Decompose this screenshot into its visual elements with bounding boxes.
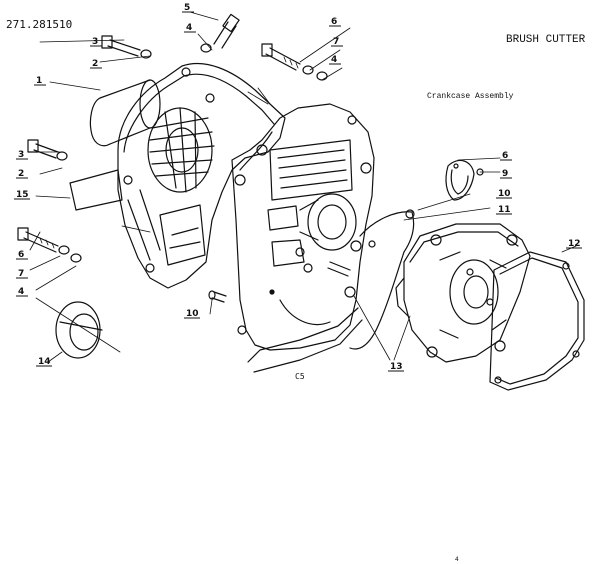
assembly-title: Crankcase Assembly <box>427 92 514 101</box>
callout-10: 10 <box>498 189 511 199</box>
leader-lines <box>29 11 577 363</box>
cover-plate <box>489 251 585 391</box>
callout-3: 3 <box>18 150 24 160</box>
callout-1: 1 <box>36 76 42 86</box>
crankcase-half-left <box>69 62 286 289</box>
crankcase-cover-right <box>395 223 531 363</box>
callout-9: 9 <box>502 169 508 179</box>
callout-4: 4 <box>186 23 192 33</box>
callout-6: 6 <box>502 151 508 161</box>
callout-4: 4 <box>331 55 337 65</box>
callout-11: 11 <box>498 205 511 215</box>
callout-7: 7 <box>333 37 339 47</box>
callout-6: 6 <box>18 250 24 260</box>
page-mark: 4 <box>455 556 459 563</box>
crankcase-gasket <box>349 209 415 350</box>
callout-10: 10 <box>186 309 199 319</box>
bolts-and-washers <box>17 13 351 303</box>
callout-15: 15 <box>16 190 29 200</box>
callout-3: 3 <box>92 37 98 47</box>
callout-5: 5 <box>184 3 190 13</box>
oil-seal <box>55 301 103 359</box>
callout-12: 12 <box>568 239 581 249</box>
callout-6: 6 <box>331 17 337 27</box>
callout-2: 2 <box>92 59 98 69</box>
callout-4: 4 <box>18 287 24 297</box>
callout-2: 2 <box>18 169 24 179</box>
product-title: BRUSH CUTTER <box>506 34 586 46</box>
label-underlines <box>14 11 582 372</box>
callout-labels: 5 4 3 2 6 7 4 1 3 2 15 6 9 10 11 12 6 7 … <box>16 3 581 372</box>
drawing-reference: C5 <box>295 372 305 381</box>
model-number: 271.281510 <box>6 18 73 31</box>
callout-7: 7 <box>18 269 24 279</box>
small-gasket <box>445 159 484 201</box>
callout-13: 13 <box>390 362 403 372</box>
callout-14: 14 <box>38 357 51 367</box>
crankcase-half-center <box>231 103 375 373</box>
